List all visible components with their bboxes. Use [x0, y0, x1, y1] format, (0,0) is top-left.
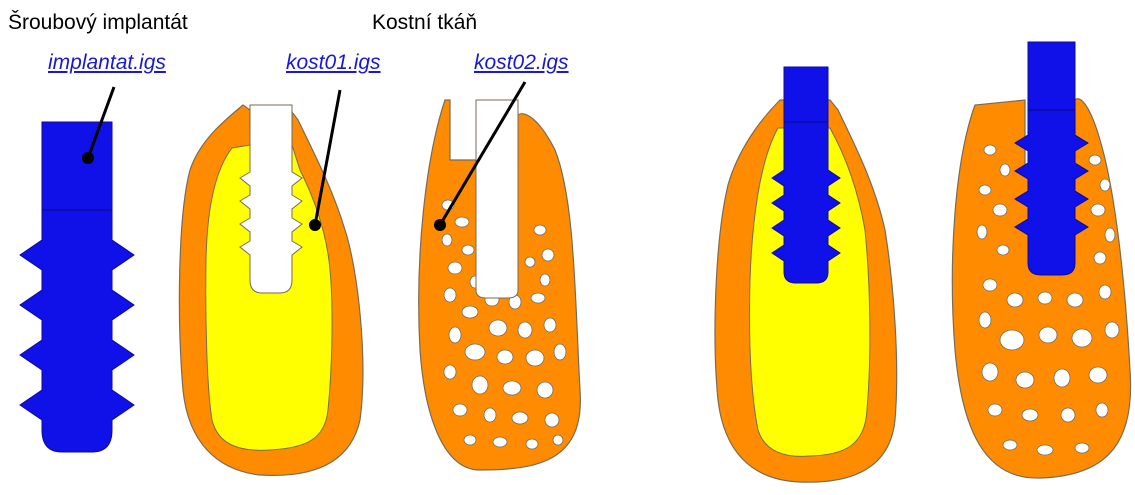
leader-implant-dot [82, 152, 94, 164]
assembly-model-1 [715, 67, 897, 482]
implant-title: Šroubový implantát [8, 12, 188, 33]
bone-model-2 [419, 100, 581, 470]
implant-file-link[interactable]: implantat.igs [48, 52, 166, 73]
leader-kost01-dot [309, 219, 321, 231]
bone02-file-link[interactable]: kost02.igs [474, 52, 569, 73]
bone01-file-link[interactable]: kost01.igs [286, 52, 381, 73]
implant-body [20, 122, 134, 452]
bone-title: Kostní tkáň [372, 12, 477, 33]
leader-kost02-dot [434, 219, 446, 231]
assembly-model-2 [952, 42, 1130, 478]
bone-model-1 [179, 105, 362, 475]
screw-implant [20, 122, 134, 452]
